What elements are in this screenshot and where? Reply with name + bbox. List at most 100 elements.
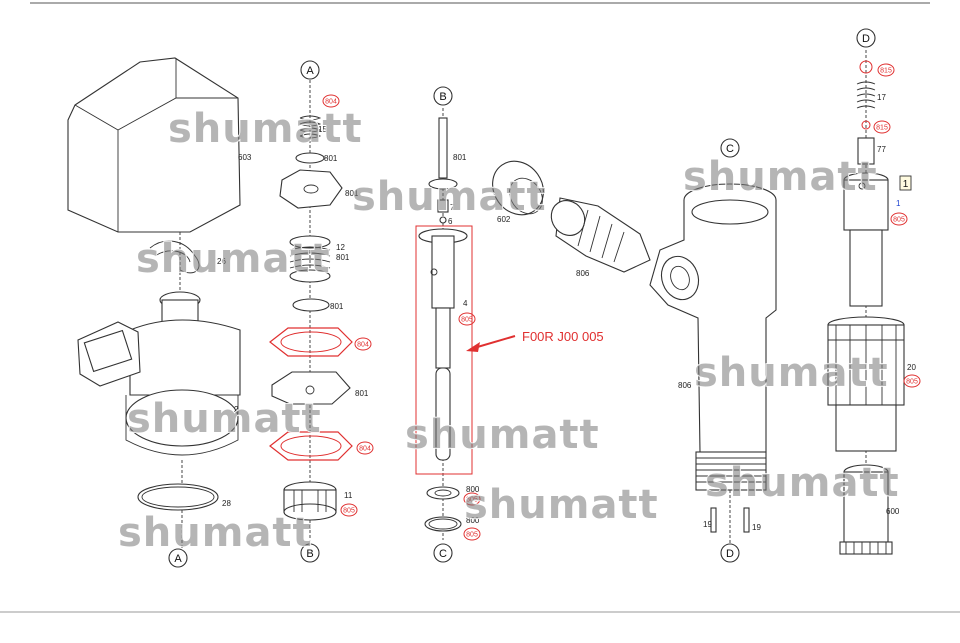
watermark-4: shumatt [136,236,331,282]
ring-815b [861,120,871,130]
plate-801b [279,169,343,209]
svg-text:804: 804 [357,342,369,349]
nozzle-1 [843,172,889,307]
spring-17 [856,81,876,109]
nozzle-nut-20 [827,316,905,452]
svg-text:804: 804 [359,446,371,453]
svg-text:804: 804 [325,99,337,106]
callout-B-bottom: B [300,543,320,563]
label-7: 7 [450,203,455,212]
watermark-9: shumatt [464,482,659,528]
watermark-2: shumatt [352,174,547,220]
watermark-10: shumatt [118,510,313,556]
label-806b: 806 [678,381,692,390]
label-801d: 801 [330,302,344,311]
callout-C-bottom: C [433,543,453,563]
svg-text:C: C [439,548,447,560]
badge-804-top: 804 [322,94,340,108]
badge-815-a: 815 [877,63,895,77]
watermark-5: shumatt [127,396,322,442]
badge-804-low: 804 [356,441,374,455]
callout-A-top: A [300,60,320,80]
washer-801a [295,152,325,164]
pin-77 [857,137,875,165]
cover-603 [67,57,241,233]
badge-805-800a: 805 [463,492,481,506]
washer-800a [426,486,460,500]
badge-805-20: 805 [903,374,921,388]
o-ring-28 [137,483,219,511]
label-801e: 801 [355,389,369,398]
cap-602 [492,160,544,216]
callout-A-bottom: A [168,548,188,568]
callout-D-bottom: D [720,543,740,563]
injector-body-2 [77,291,241,456]
annotation-part-number: F00R J00 005 [522,329,604,344]
svg-text:805: 805 [466,532,478,539]
label-19a: 19 [703,520,712,529]
pins-19 [710,507,750,533]
svg-text:805: 805 [466,497,478,504]
label-800b: 800 [466,516,480,525]
label-603: 603 [238,153,252,162]
badge-805-11: 805 [340,503,358,517]
sleeve-600 [839,464,893,555]
watermark-3: shumatt [683,154,878,200]
badge-805-1: 805 [890,212,908,226]
label-15: 15 [318,125,327,134]
label-12: 12 [336,243,345,252]
clip-801c [292,298,330,312]
label-801f: 801 [453,153,467,162]
label-801b: 801 [345,189,359,198]
label-600: 600 [886,507,900,516]
svg-text:A: A [306,65,314,77]
holder-body-806b [649,183,777,491]
svg-text:805: 805 [906,379,918,386]
valve-piece-4 [418,228,468,461]
clip-26 [149,240,200,274]
callout-C-right: C [720,138,740,158]
svg-text:805: 805 [343,508,355,515]
label-28: 28 [222,499,231,508]
boxed-label-1: 1 [899,175,912,191]
svg-text:805: 805 [893,217,905,224]
label-17: 17 [877,93,886,102]
svg-text:D: D [862,33,870,45]
plate-801d [271,371,351,405]
label-19b: 19 [752,523,761,532]
badge-805-800b: 805 [463,527,481,541]
connector-806a [550,197,651,273]
label-2: 2 [234,405,239,414]
label-6: 6 [448,217,453,226]
watermark-6: shumatt [405,412,600,458]
label-602: 602 [497,215,511,224]
watermark-7: shumatt [694,350,889,396]
label-801a: 801 [324,154,338,163]
badge-804-mid: 804 [354,337,372,351]
svg-text:B: B [439,91,446,103]
annotation-arrow [466,335,516,352]
label-11: 11 [344,491,353,500]
svg-text:A: A [174,553,182,565]
badge-815-b: 815 [873,120,891,134]
svg-text:D: D [726,548,734,560]
spring-12 [289,235,331,283]
shim-804-mid [269,431,353,461]
svg-text:1: 1 [903,179,909,190]
ring-815a [859,60,873,74]
label-20: 20 [907,363,916,372]
svg-text:805: 805 [461,317,473,324]
label-4: 4 [463,299,468,308]
svg-text:C: C [726,143,734,155]
label-806a: 806 [576,269,590,278]
shim-804-top [269,327,353,357]
callout-D-top: D [856,28,876,48]
label-26: 26 [217,257,226,266]
svg-text:B: B [306,548,313,560]
svg-text:815: 815 [876,125,888,132]
badge-805-4: 805 [458,312,476,326]
watermark-1: shumatt [168,106,363,152]
label-800a: 800 [466,485,480,494]
nut-11 [283,481,337,521]
